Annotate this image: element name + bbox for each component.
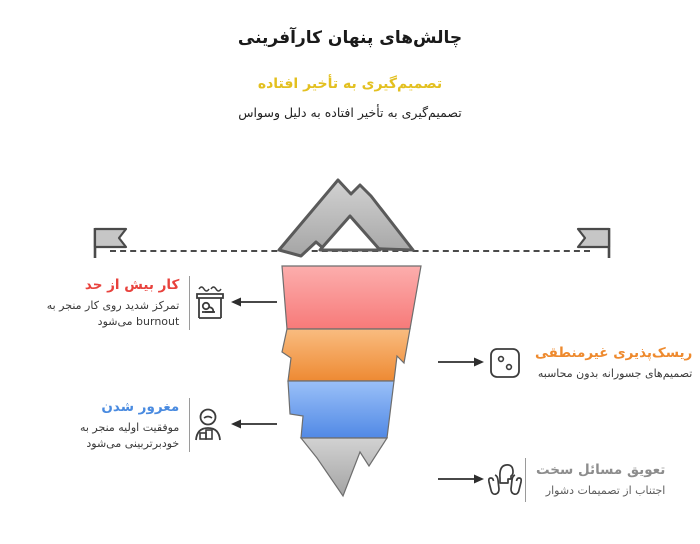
label-heading-risk: ریسک‌پذیری غیرمنطقی <box>535 345 693 361</box>
iceberg-graphic <box>225 176 475 521</box>
label-description-risk: تصمیم‌های جسورانه بدون محاسبه <box>537 367 693 380</box>
iceberg-peak <box>277 178 415 258</box>
arrow-to-orange-band <box>437 354 485 373</box>
page-title: چالش‌های پنهان کارآفرینی <box>237 28 463 48</box>
arrow-to-gray-band <box>437 471 485 490</box>
arrow-to-red-band <box>230 294 278 313</box>
label-text-procrastination: تعویق مسائل سخت اجتناب از تصمیمات دشوار <box>526 461 665 499</box>
flag-icon <box>572 226 612 264</box>
iceberg-band-orange <box>281 328 411 382</box>
label-divider <box>525 458 526 502</box>
label-group-risk: ریسک‌پذیری غیرمنطقی تصمیم‌های جسورانه بد… <box>437 341 692 385</box>
label-text-risk: ریسک‌پذیری غیرمنطقی تصمیم‌های جسورانه بد… <box>525 344 692 382</box>
label-description-arrogance: موفقیت اولیه منجر به خودبرتربینی می‌شود <box>79 421 180 450</box>
desk-burnout-icon <box>190 281 230 325</box>
arrow-to-blue-band <box>230 416 278 435</box>
label-text-overwork: کار بیش از حد تمرکز شدید روی کار منجر به… <box>28 276 189 330</box>
flag-icon <box>92 226 132 264</box>
label-text-arrogance: مغرور شدن موفقیت اولیه منجر به خودبرتربی… <box>28 398 189 452</box>
above-water-block: تصمیم‌گیری به تأخیر افتاده تصمیم‌گیری به… <box>175 74 525 123</box>
dice-icon <box>485 341 525 385</box>
above-water-heading: تصمیم‌گیری به تأخیر افتاده <box>257 76 443 92</box>
label-group-overwork: کار بیش از حد تمرکز شدید روی کار منجر به… <box>28 276 278 330</box>
label-heading-overwork: کار بیش از حد <box>84 277 180 293</box>
label-description-procrastination: اجتناب از تصمیمات دشوار <box>545 484 666 497</box>
iceberg-band-gray <box>299 437 389 498</box>
label-divider <box>189 398 190 452</box>
label-heading-arrogance: مغرور شدن <box>101 399 180 415</box>
person-podium-icon <box>190 403 230 447</box>
label-divider <box>189 276 190 330</box>
head-hands-icon <box>485 458 525 502</box>
label-heading-procrastination: تعویق مسائل سخت <box>536 462 666 478</box>
iceberg-band-red <box>281 265 422 330</box>
iceberg-band-blue <box>287 380 395 439</box>
label-group-arrogance: مغرور شدن موفقیت اولیه منجر به خودبرتربی… <box>28 398 278 452</box>
label-description-overwork: تمرکز شدید روی کار منجر به burnout می‌شو… <box>46 299 180 328</box>
above-water-description: تصمیم‌گیری به تأخیر افتاده به دلیل وسواس <box>238 105 462 120</box>
label-group-procrastination: تعویق مسائل سخت اجتناب از تصمیمات دشوار <box>437 458 689 502</box>
